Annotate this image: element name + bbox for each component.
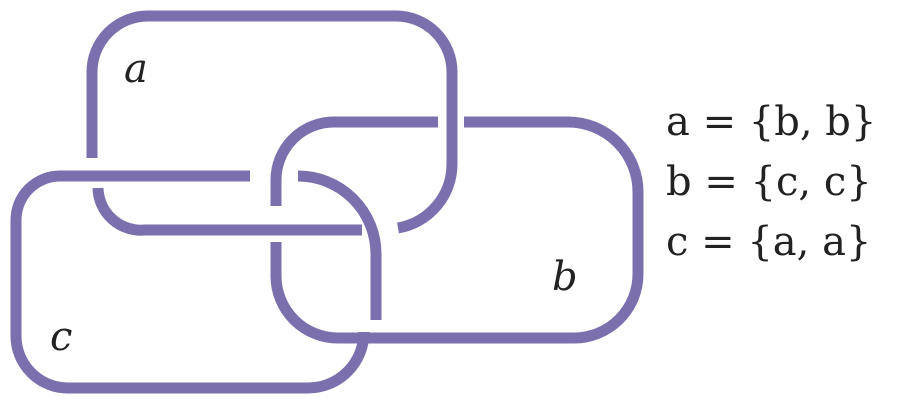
- ring-c: c: [16, 176, 376, 388]
- set-equations: a = {b, b} b = {c, c} c = {a, a}: [666, 92, 876, 272]
- ring-a-label: a: [124, 46, 148, 92]
- ring-b-left-arc: [276, 122, 438, 206]
- ring-c-right-arc: [298, 176, 376, 320]
- ring-c-label: c: [50, 314, 72, 360]
- ring-a-bottom-arc: [98, 188, 362, 230]
- equation-a: a = {b, b}: [666, 92, 876, 152]
- equation-b: b = {c, c}: [666, 152, 876, 212]
- equation-c: c = {a, a}: [666, 212, 876, 272]
- ring-b-label: b: [552, 254, 578, 300]
